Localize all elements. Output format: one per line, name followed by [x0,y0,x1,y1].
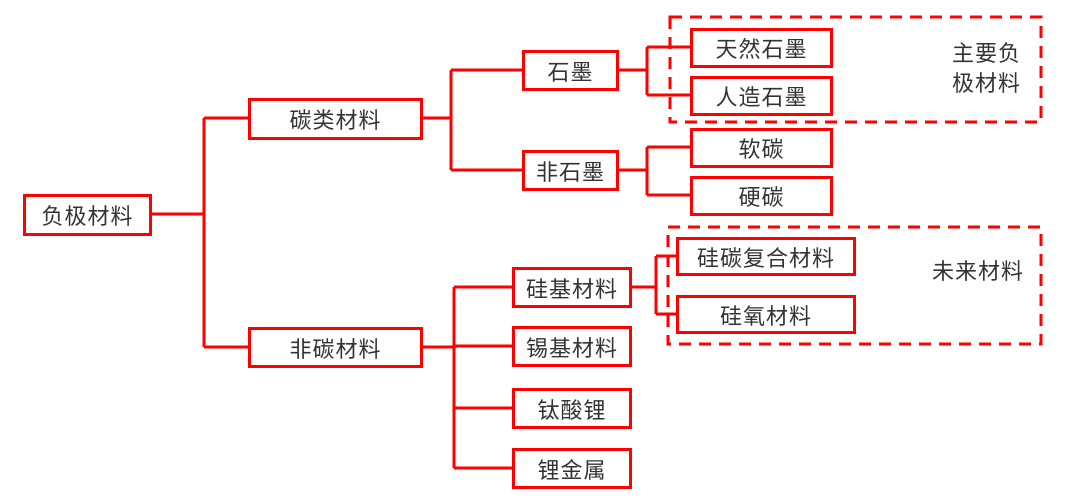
node-lithium-titanate: 钛酸锂 [512,388,632,429]
node-silicon-oxide: 硅氧材料 [676,295,856,334]
node-silicon-based: 硅基材料 [512,267,632,308]
node-carbon-materials: 碳类材料 [248,98,423,140]
node-lithium-metal: 锂金属 [512,448,632,489]
connector-graphite [618,45,690,97]
node-root: 负极材料 [23,194,152,236]
node-artificial-graphite: 人造石墨 [690,76,833,116]
node-hard-carbon: 硬碳 [690,176,833,216]
main-materials-group-label: 主要负 极材料 [952,40,1021,100]
future-materials-group-label: 未来材料 [932,260,1025,285]
node-tin-based: 锡基材料 [512,326,632,367]
node-soft-carbon: 软碳 [690,128,833,168]
node-silicon-carbon-composite: 硅碳复合材料 [676,237,856,276]
connector-carbon [422,68,522,172]
connector-non-carbon [422,285,512,470]
node-natural-graphite: 天然石墨 [690,28,833,68]
node-graphite: 石墨 [522,50,619,91]
connector-root [151,116,248,349]
main-materials-group-border [668,15,1043,124]
node-non-graphite: 非石墨 [522,150,619,191]
main-materials-label-line1: 主要负 [952,42,1022,67]
connector-non-graphite [618,145,690,197]
main-materials-label-line2: 极材料 [952,72,1022,97]
future-materials-group-border [666,225,1043,346]
node-non-carbon-materials: 非碳材料 [248,327,423,368]
connector-silicon [631,254,676,316]
